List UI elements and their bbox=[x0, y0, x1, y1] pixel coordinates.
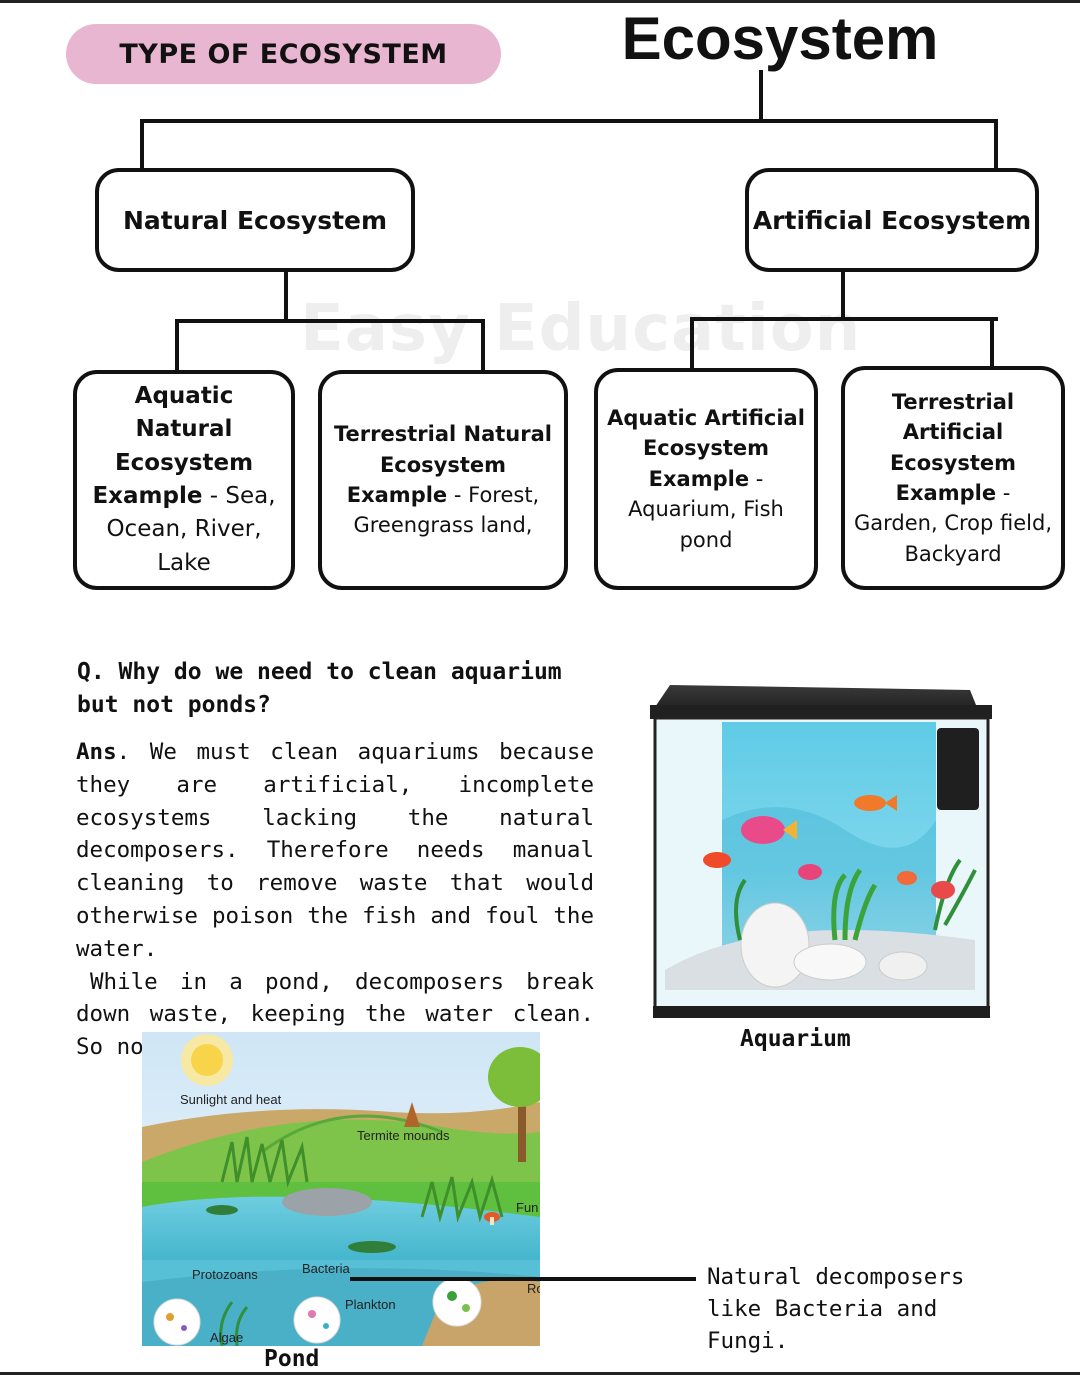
example-separator: - bbox=[996, 481, 1011, 505]
ro-label: Ro bbox=[527, 1281, 540, 1296]
algae-label: Algae bbox=[210, 1330, 244, 1345]
aquarium-image bbox=[650, 685, 992, 1018]
connector-line bbox=[690, 317, 998, 321]
aquatic-artificial-title: Aquatic Artificial Ecosystem bbox=[607, 405, 805, 461]
connector-line bbox=[140, 119, 144, 169]
pointer-line bbox=[350, 1277, 696, 1281]
bacteria-label: Bacteria bbox=[302, 1261, 350, 1276]
page-title: Ecosystem bbox=[621, 5, 939, 72]
terrestrial-natural-box: Terrestrial Natural Ecosystem Example - … bbox=[318, 370, 568, 590]
answer-label: Ans bbox=[76, 739, 117, 765]
protozoans-label: Protozoans bbox=[192, 1267, 258, 1282]
plankton-label: Plankton bbox=[345, 1297, 396, 1312]
connector-line bbox=[990, 317, 994, 369]
question-text: Q. Why do we need to clean aquarium but … bbox=[77, 659, 562, 718]
pond-image bbox=[142, 1032, 540, 1346]
connector-line bbox=[140, 119, 998, 123]
badge-label: TYPE OF ECOSYSTEM bbox=[119, 38, 448, 70]
example-separator: - bbox=[202, 483, 226, 509]
example-label: Example bbox=[346, 483, 448, 507]
type-of-ecosystem-badge: TYPE OF ECOSYSTEM bbox=[66, 24, 501, 84]
natural-ecosystem-label: Natural Ecosystem bbox=[122, 205, 388, 235]
terrestrial-artificial-box: Terrestrial Artificial Ecosystem Example… bbox=[841, 366, 1065, 590]
connector-line bbox=[994, 119, 998, 169]
fungi-label: Fun bbox=[516, 1200, 539, 1215]
watermark: Easy Education bbox=[300, 292, 862, 366]
example-separator: - bbox=[447, 483, 469, 507]
connector-line bbox=[759, 70, 763, 122]
top-border bbox=[0, 0, 1080, 3]
connector-line bbox=[481, 319, 485, 371]
connector-line bbox=[841, 270, 845, 320]
terrestrial-artificial-examples: Garden, Crop field, Backyard bbox=[854, 511, 1052, 566]
terrestrial-natural-examples: Forest, Greengrass land, bbox=[353, 483, 540, 538]
bottom-border bbox=[0, 1372, 1080, 1375]
aquatic-artificial-examples: Aquarium, Fish pond bbox=[628, 497, 784, 552]
connector-line bbox=[284, 270, 288, 322]
connector-line bbox=[175, 319, 485, 323]
answer-block: Ans. We must clean aquariums because the… bbox=[76, 736, 594, 1064]
sunlight-label: Sunlight and heat bbox=[180, 1092, 282, 1107]
artificial-ecosystem-box: Artificial Ecosystem bbox=[745, 168, 1039, 272]
aquatic-artificial-box: Aquatic Artificial Ecosystem Example - A… bbox=[594, 368, 818, 590]
answer-paragraph-1: . We must clean aquariums because they a… bbox=[76, 739, 594, 962]
example-separator: - bbox=[749, 466, 764, 491]
example-label: Example bbox=[648, 466, 750, 491]
aquatic-natural-title: Aquatic Natural Ecosystem bbox=[114, 382, 254, 476]
terrestrial-artificial-title: Terrestrial Artificial Ecosystem bbox=[889, 389, 1017, 475]
example-label: Example bbox=[895, 481, 997, 505]
aquarium-caption: Aquarium bbox=[740, 1026, 851, 1052]
example-label: Example bbox=[92, 483, 203, 509]
aquatic-natural-examples: Sea, Ocean, River, Lake bbox=[106, 483, 276, 576]
aquarium-illustration bbox=[645, 670, 995, 1030]
pond-caption: Pond bbox=[264, 1346, 320, 1372]
connector-line bbox=[175, 319, 179, 371]
connector-line bbox=[690, 317, 694, 369]
termite-label: Termite mounds bbox=[357, 1128, 450, 1143]
pond-illustration: Sunlight and heat Termite mounds Fun Pro… bbox=[142, 1032, 540, 1346]
aquatic-natural-box: Aquatic Natural Ecosystem Example - Sea,… bbox=[73, 370, 295, 590]
decomposer-note: Natural decomposers like Bacteria and Fu… bbox=[707, 1264, 965, 1354]
artificial-ecosystem-label: Artificial Ecosystem bbox=[752, 205, 1032, 235]
natural-ecosystem-box: Natural Ecosystem bbox=[95, 168, 415, 272]
terrestrial-natural-title: Terrestrial Natural Ecosystem bbox=[334, 422, 552, 477]
